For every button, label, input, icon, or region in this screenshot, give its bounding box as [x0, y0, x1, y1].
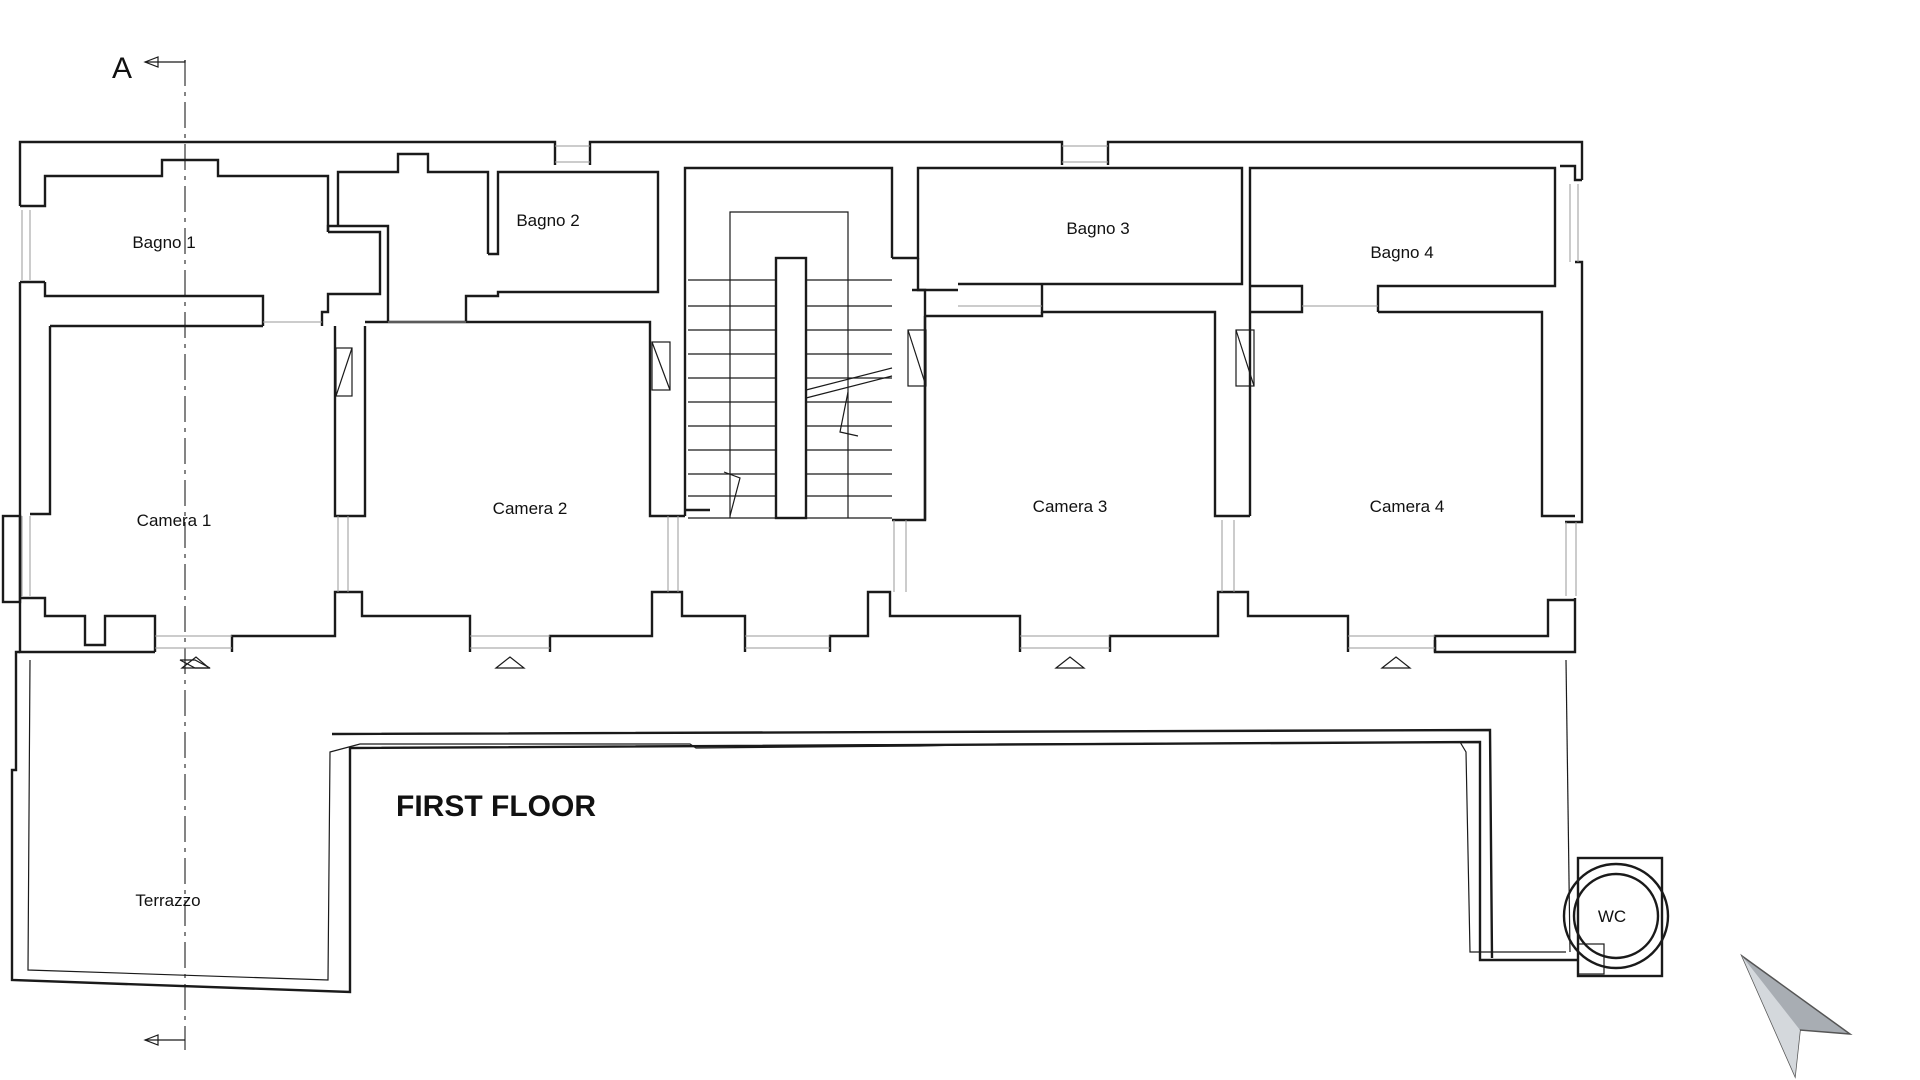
floor-title: FIRST FLOOR	[396, 790, 596, 823]
room-labels: Bagno 1 Bagno 2 Bagno 3 Bagno 4 Camera 1…	[132, 211, 1626, 926]
windows	[21, 145, 1579, 649]
outer-walls	[1, 140, 1584, 654]
room-label-camera-1: Camera 1	[137, 511, 212, 530]
interior-walls	[20, 152, 1575, 522]
closets	[335, 329, 1255, 397]
wc-room	[1562, 856, 1670, 978]
room-label-bagno-1: Bagno 1	[132, 233, 195, 252]
section-line-a: A	[112, 52, 186, 1050]
section-marker-label: A	[112, 52, 132, 85]
room-label-camera-3: Camera 3	[1033, 497, 1108, 516]
mouse-pointer-icon	[1740, 953, 1853, 1079]
room-label-wc: WC	[1598, 907, 1626, 926]
room-label-camera-4: Camera 4	[1370, 497, 1445, 516]
terrace-outline	[10, 650, 1578, 994]
room-label-bagno-4: Bagno 4	[1370, 243, 1433, 262]
staircase	[688, 258, 893, 519]
room-label-bagno-2: Bagno 2	[516, 211, 579, 230]
room-label-bagno-3: Bagno 3	[1066, 219, 1129, 238]
exterior-markers	[179, 656, 1412, 669]
room-label-camera-2: Camera 2	[493, 499, 568, 518]
room-label-terrazzo: Terrazzo	[135, 891, 200, 910]
